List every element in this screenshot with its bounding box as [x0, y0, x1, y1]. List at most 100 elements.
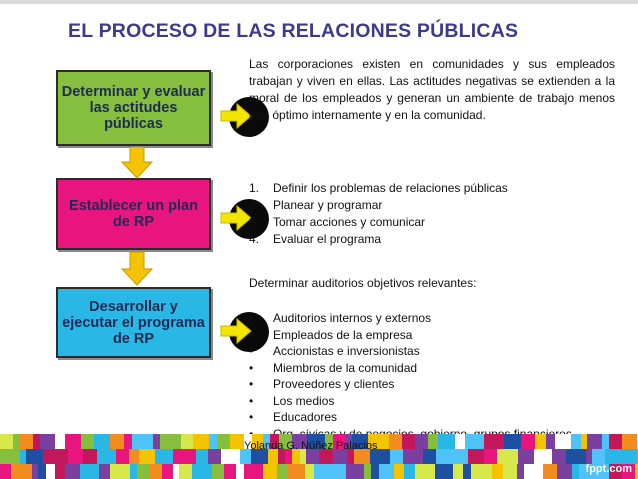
- mosaic-tile: [605, 449, 621, 464]
- pointer-arrow-icon: [220, 199, 269, 239]
- mosaic-tile: [292, 434, 307, 449]
- bullet: •: [249, 393, 254, 408]
- watermark: fppt.com: [585, 463, 632, 475]
- mosaic-tile: [130, 464, 137, 479]
- mosaic-tile: [55, 464, 65, 479]
- mosaic-tile: [76, 449, 83, 464]
- mosaic-tile: [333, 434, 346, 449]
- list-text: Miembros de la comunidad: [273, 360, 418, 375]
- mosaic-tile: [492, 464, 503, 479]
- bullet: •: [249, 344, 254, 358]
- mosaic-tile: [307, 434, 325, 449]
- mosaic-tile: [524, 464, 543, 479]
- mosaic-tile: [38, 464, 46, 479]
- list-item: 2.Planear y programar: [249, 197, 629, 214]
- mosaic-tile: [347, 449, 354, 464]
- mosaic-tile: [46, 464, 55, 479]
- mosaic-tile: [571, 434, 581, 449]
- mosaic-tile: [635, 464, 638, 479]
- step-label: Determinar y evaluar las actitudes públi…: [61, 84, 206, 132]
- list-item: • Los medios: [249, 393, 629, 410]
- mosaic-tile: [270, 434, 279, 449]
- list-number: 2.: [249, 198, 260, 212]
- mosaic-tile: [484, 434, 504, 449]
- page-title: EL PROCESO DE LAS RELACIONES PÚBLICAS: [68, 20, 519, 42]
- mosaic-tile: [557, 464, 572, 479]
- mosaic-tile: [179, 464, 192, 479]
- mosaic-tile: [389, 434, 402, 449]
- mosaic-tile: [354, 449, 370, 464]
- mosaic-tile: [438, 434, 455, 449]
- down-arrow-icon: [121, 252, 153, 286]
- mosaic-tile: [43, 449, 59, 464]
- mosaic-tile: [153, 434, 160, 449]
- mosaic-tile: [139, 449, 146, 464]
- mosaic-tile: [277, 464, 288, 479]
- mosaic-tile: [503, 464, 517, 479]
- mosaic-tile: [319, 449, 333, 464]
- mosaic-tile: [352, 434, 368, 449]
- mosaic-tile: [236, 464, 244, 479]
- mosaic-tile: [116, 449, 129, 464]
- mosaic-tile: [325, 434, 333, 449]
- mosaic-tile: [497, 449, 518, 464]
- mosaic-tile: [240, 449, 251, 464]
- mosaic-tile: [415, 434, 428, 449]
- list-text: Proveedores y clientes: [273, 377, 395, 391]
- bullet: •: [249, 410, 254, 424]
- mosaic-tile: [26, 449, 43, 464]
- mosaic-tile: [97, 449, 116, 464]
- step-box-evaluate-attitudes: Determinar y evaluar las actitudes públi…: [56, 70, 211, 146]
- mosaic-tile: [435, 464, 453, 479]
- mosaic-tile: [546, 434, 555, 449]
- list-number: 3.: [249, 215, 260, 229]
- mosaic-tile: [368, 434, 389, 449]
- mosaic-tile: [463, 464, 471, 479]
- mosaic-tile: [334, 464, 346, 479]
- list-text: Los medios: [273, 393, 335, 408]
- mosaic-tile: [572, 464, 579, 479]
- mosaic-tile: [581, 434, 587, 449]
- mosaic-tile: [81, 434, 94, 449]
- mosaic-tile: [394, 464, 404, 479]
- mosaic-tile: [0, 464, 11, 479]
- mosaic-tile: [346, 434, 352, 449]
- mosaic-tile: [468, 449, 484, 464]
- mosaic-tile: [137, 464, 150, 479]
- mosaic-tile: [65, 434, 81, 449]
- mosaic-tile: [208, 449, 221, 464]
- mosaic-tile: [364, 464, 371, 479]
- mosaic-tile: [217, 434, 230, 449]
- mosaic-tile: [244, 434, 252, 449]
- mosaic-tile: [99, 464, 110, 479]
- mosaic-tile: [20, 434, 33, 449]
- bullet: •: [249, 360, 254, 375]
- step-label: Establecer un plan de RP: [69, 198, 198, 230]
- mosaic-tile: [390, 449, 403, 464]
- mosaic-tile: [94, 434, 110, 449]
- mosaic-tile: [471, 464, 492, 479]
- list-number: 1.: [249, 181, 260, 195]
- mosaic-tile: [591, 464, 609, 479]
- mosaic-tile: [484, 449, 497, 464]
- list-item: •Accionistas e inversionistas: [249, 343, 629, 360]
- mosaic-tile: [181, 449, 196, 464]
- bullet: •: [249, 426, 273, 443]
- bullet: •: [249, 377, 254, 391]
- mosaic-tile: [146, 449, 155, 464]
- mosaic-tile: [465, 434, 484, 449]
- list-text: Auditorios internos y externos: [273, 311, 432, 325]
- mosaic-tile: [40, 434, 55, 449]
- pointer-arrow-icon: [220, 97, 269, 137]
- mosaic-tile: [230, 434, 244, 449]
- mosaic-tile: [415, 464, 435, 479]
- list-text: Tomar acciones y comunicar: [273, 215, 426, 229]
- mosaic-tile: [227, 449, 240, 464]
- mosaic-tile: [566, 449, 586, 464]
- mosaic-tile: [20, 449, 26, 464]
- down-arrow-icon: [121, 147, 153, 179]
- audiences-heading: Determinar auditorios objetivos relevant…: [249, 276, 477, 290]
- mosaic-tile: [224, 464, 236, 479]
- mosaic-tile: [535, 434, 546, 449]
- mosaic-tile: [346, 464, 364, 479]
